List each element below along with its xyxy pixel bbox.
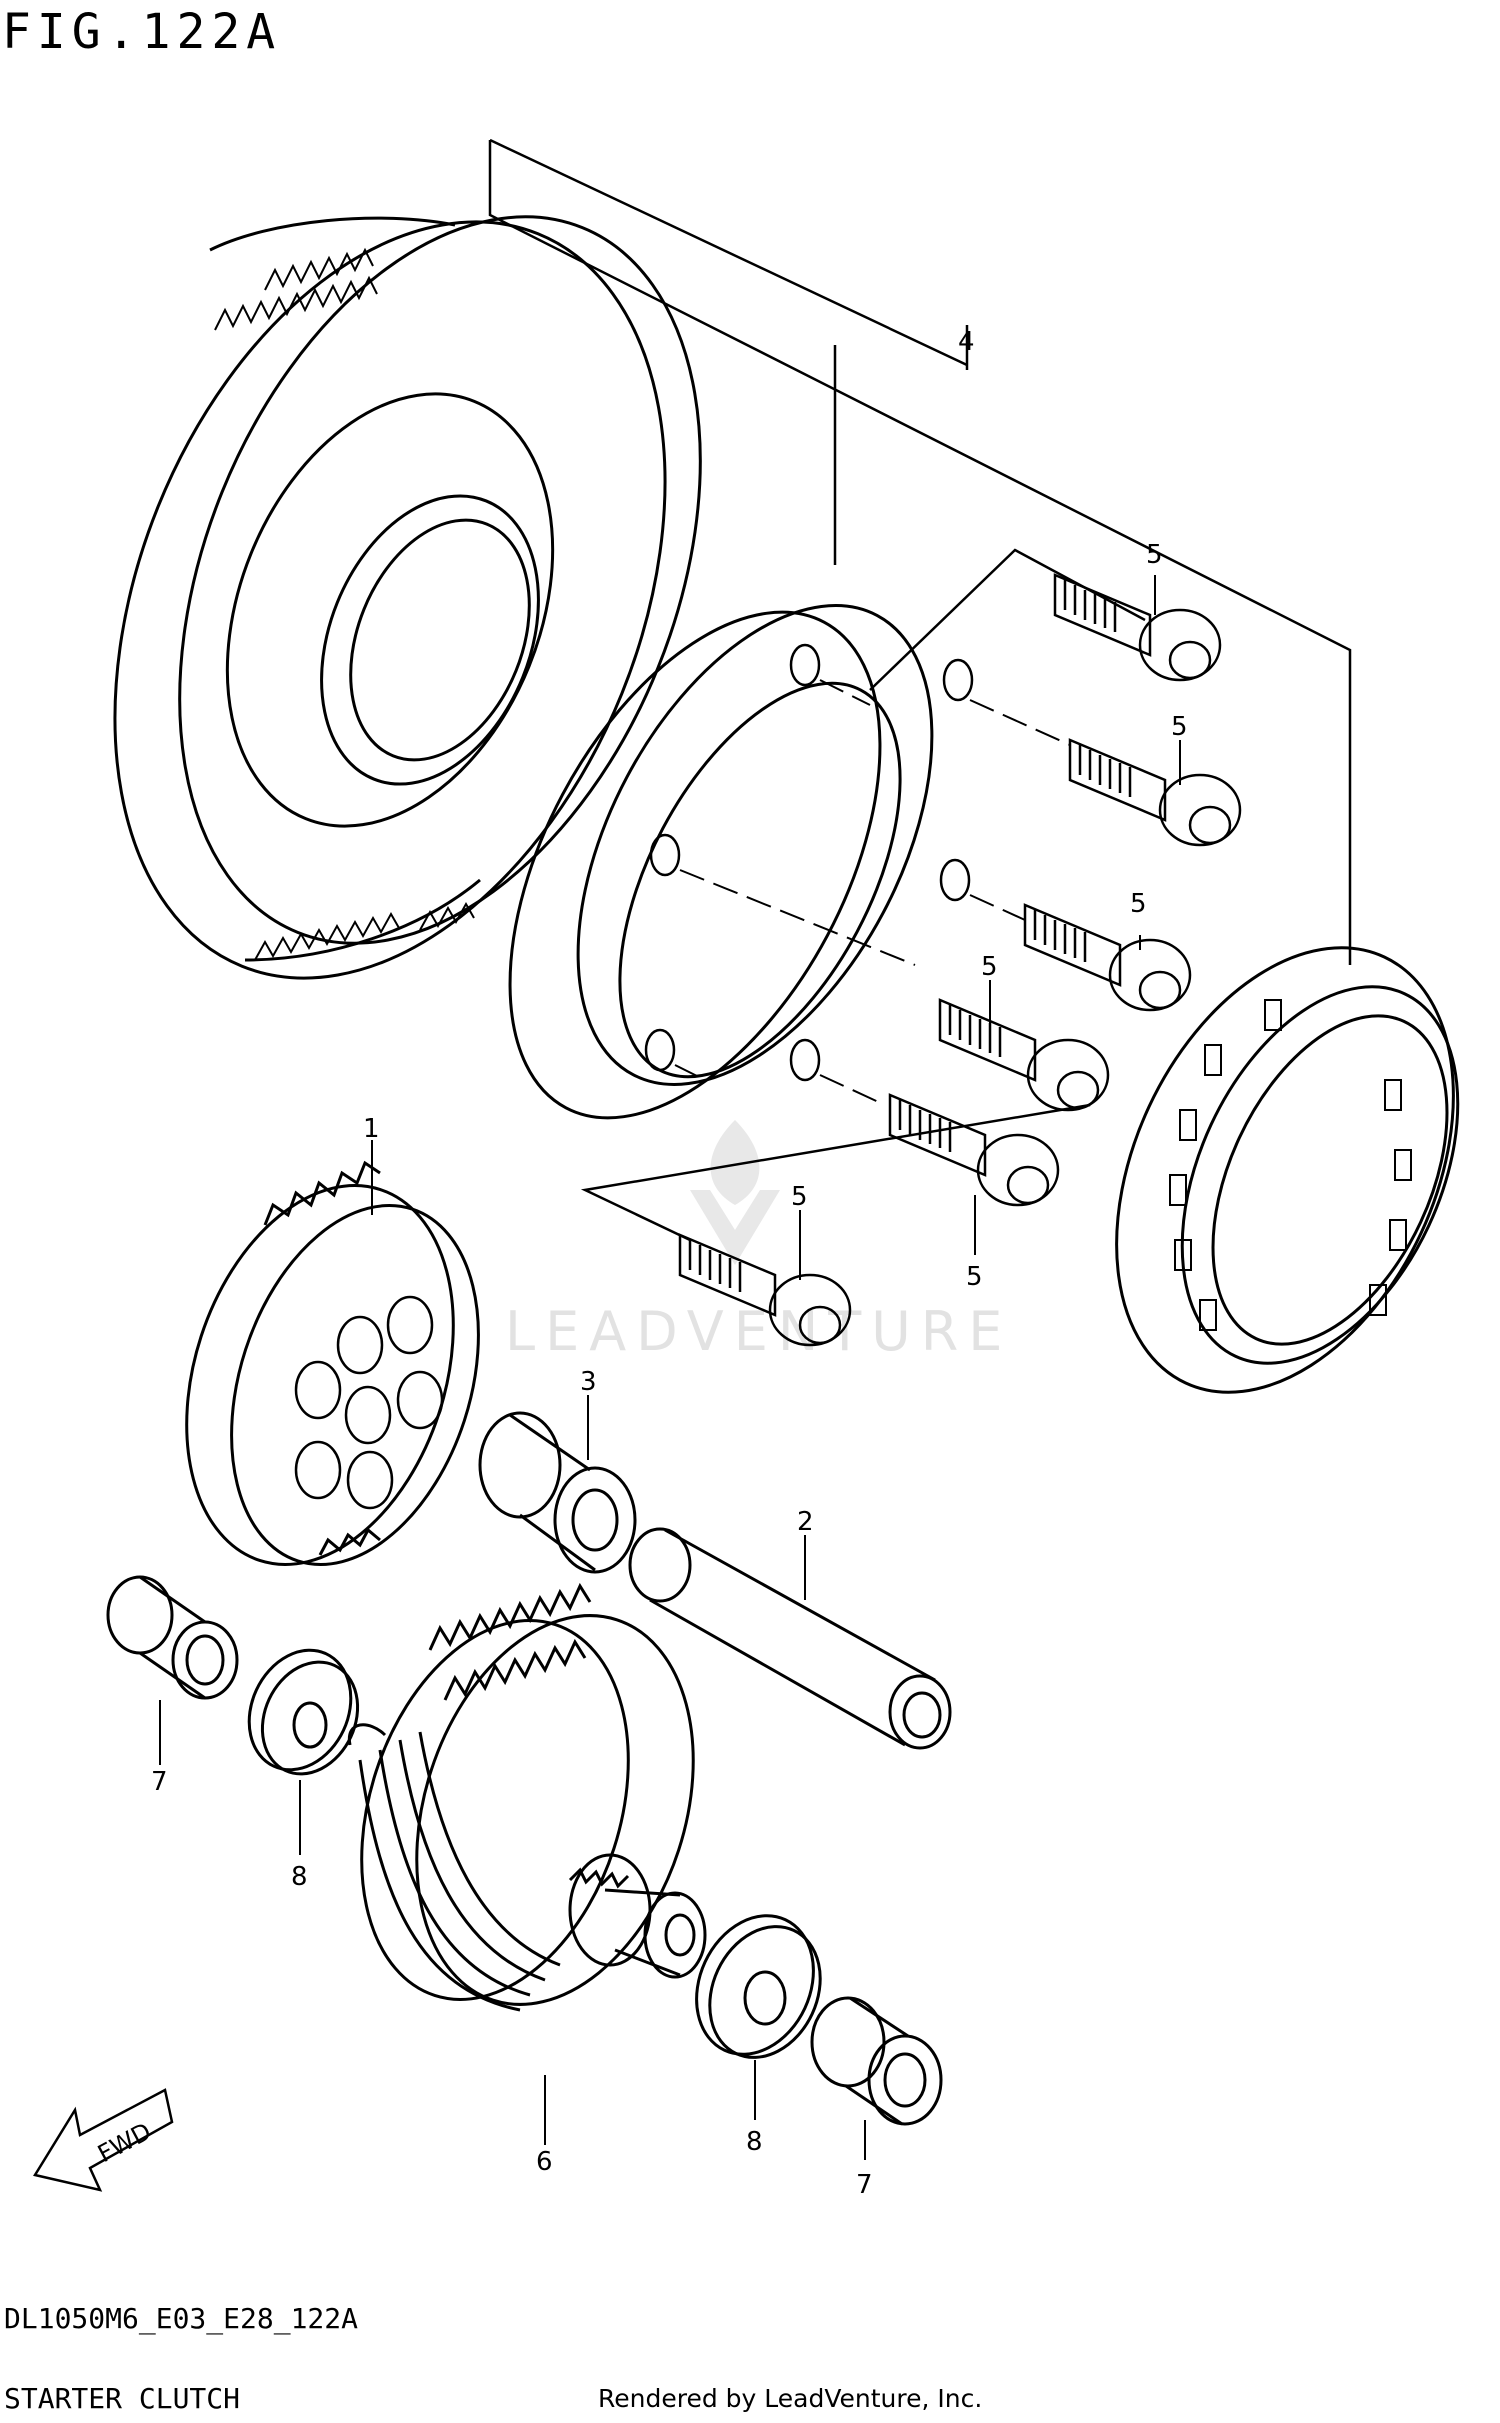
clutch-housing: [508, 604, 1071, 1120]
watermark-v-icon: [690, 1190, 780, 1265]
bushing: [478, 1411, 637, 1574]
starter-clutch-gear: [347, 1582, 707, 2012]
housing-bolt-holes: [644, 643, 974, 1082]
bolts: [678, 573, 1242, 1347]
bolt-2: [1068, 738, 1242, 847]
callout-5c: 5: [1130, 889, 1147, 919]
bolt-5: [888, 1093, 1060, 1207]
callouts: 1 2 3 4 5 5 5 5 5 5 6 7 7 8 8: [151, 327, 1188, 2200]
bolt-3: [1023, 903, 1192, 1012]
rendered-by: Rendered by LeadVenture, Inc.: [598, 2384, 983, 2413]
bushing-left: [106, 1575, 239, 1700]
washer-left: [247, 1648, 360, 1776]
callout-8a: 8: [291, 1862, 308, 1892]
clutch-hub: [568, 1853, 707, 1979]
bushing-right: [810, 1996, 943, 2126]
callout-5e: 5: [966, 1262, 983, 1292]
callout-1: 1: [363, 1114, 380, 1144]
starter-gear: [113, 215, 702, 980]
watermark-text: LEADVENTURE: [505, 1300, 1012, 1363]
callout-3: 3: [580, 1367, 597, 1397]
fwd-arrow-icon: [33, 2088, 174, 2192]
watermark-flame-icon: [710, 1120, 760, 1205]
fwd-label: FWD: [93, 2117, 156, 2168]
callout-8b: 8: [746, 2127, 763, 2157]
fwd-arrow: FWD: [33, 2088, 174, 2192]
group-4-bracket: [488, 138, 1352, 1242]
callout-5f: 5: [791, 1182, 808, 1212]
shaft: [628, 1527, 952, 1750]
idle-gear: [185, 1160, 480, 1566]
figure-title: FIG.122A: [2, 4, 282, 60]
callout-5b: 5: [1171, 712, 1188, 742]
washer-right: [695, 1914, 822, 2059]
callout-7b: 7: [856, 2170, 873, 2200]
callout-2: 2: [797, 1507, 814, 1537]
bolt-1: [1053, 573, 1222, 682]
callout-7a: 7: [151, 1767, 168, 1797]
callout-5a: 5: [1146, 540, 1163, 570]
bolt-6: [678, 1233, 852, 1347]
leadventure-watermark: LEADVENTURE: [505, 1120, 1012, 1363]
leader-lines: [159, 575, 1181, 2160]
callout-5d: 5: [981, 952, 998, 982]
bolt-4: [938, 998, 1110, 1112]
one-way-clutch-bearing: [1115, 946, 1460, 1394]
model-code: DL1050M6_E03_E28_122A: [4, 2302, 359, 2335]
section-name: STARTER CLUTCH: [4, 2382, 241, 2415]
callout-4: 4: [958, 327, 975, 357]
callout-6: 6: [536, 2147, 553, 2177]
